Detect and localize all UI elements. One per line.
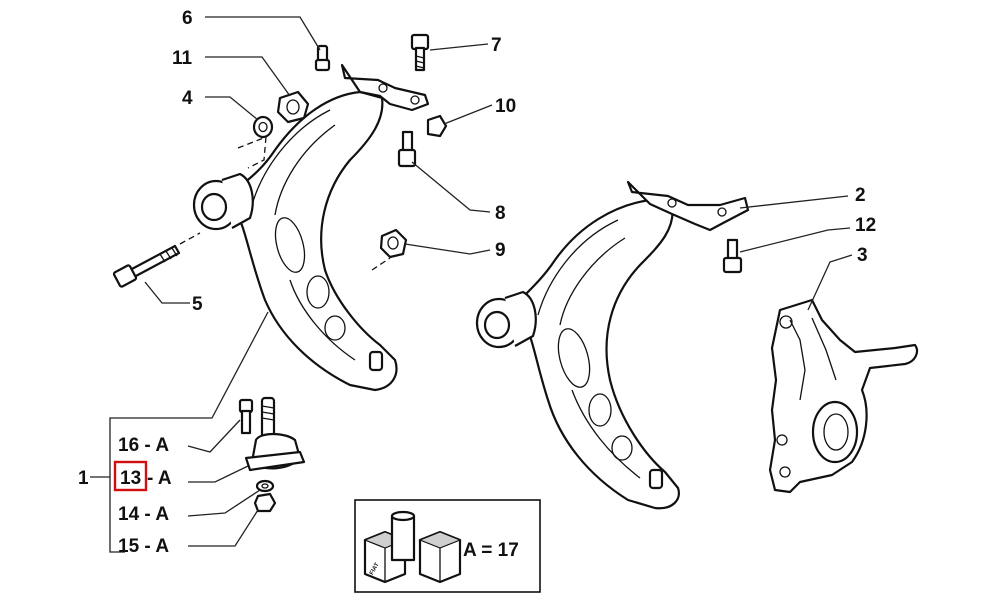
callout-16-a: 16 - A <box>118 435 169 456</box>
kit-box-mark: FIAT <box>369 562 381 576</box>
right-control-arm <box>475 180 750 510</box>
ball-joint-washer-14 <box>255 479 275 493</box>
washer-4 <box>252 115 274 139</box>
leader-lines <box>90 16 853 553</box>
bolt-12 <box>722 238 743 274</box>
callout-2: 2 <box>855 185 866 206</box>
callout-9: 9 <box>495 240 506 261</box>
steering-knuckle-3 <box>768 298 919 494</box>
bolt-5-axis-line <box>179 232 201 245</box>
nut-9 <box>379 228 408 259</box>
bolt-8 <box>397 130 417 168</box>
nut-10 <box>426 114 448 138</box>
callout-12: 12 <box>855 215 876 236</box>
ball-joint <box>244 396 306 472</box>
callout-8: 8 <box>495 203 506 224</box>
bolt-7 <box>410 33 430 72</box>
left-control-arm <box>192 63 430 392</box>
kit-box-label: A = 17 <box>463 540 519 561</box>
callout-13: 13 <box>120 468 141 489</box>
callout-1: 1 <box>78 468 89 489</box>
kit-box: FIAT A = 17 <box>354 499 541 593</box>
callout-14-a: 14 - A <box>118 504 169 525</box>
ball-joint-bolt-16 <box>238 398 254 435</box>
callout-5: 5 <box>192 294 203 315</box>
callout-3: 3 <box>857 245 868 266</box>
ball-joint-nut-15 <box>253 492 277 513</box>
bolt-5 <box>112 244 181 288</box>
nut-11 <box>276 90 310 124</box>
nut-9-axis-line <box>371 257 391 271</box>
callout-11: 11 <box>172 48 193 69</box>
nut-axis-line <box>237 136 267 169</box>
callout-4: 4 <box>182 88 193 109</box>
callout-13-highlight <box>113 460 148 492</box>
callout-6: 6 <box>182 8 193 29</box>
callout-7: 7 <box>491 35 502 56</box>
callout-13-a: - A <box>147 468 172 489</box>
callout-10: 10 <box>495 96 516 117</box>
bolt-6 <box>314 44 331 72</box>
callout-15-a: 15 - A <box>118 536 169 557</box>
